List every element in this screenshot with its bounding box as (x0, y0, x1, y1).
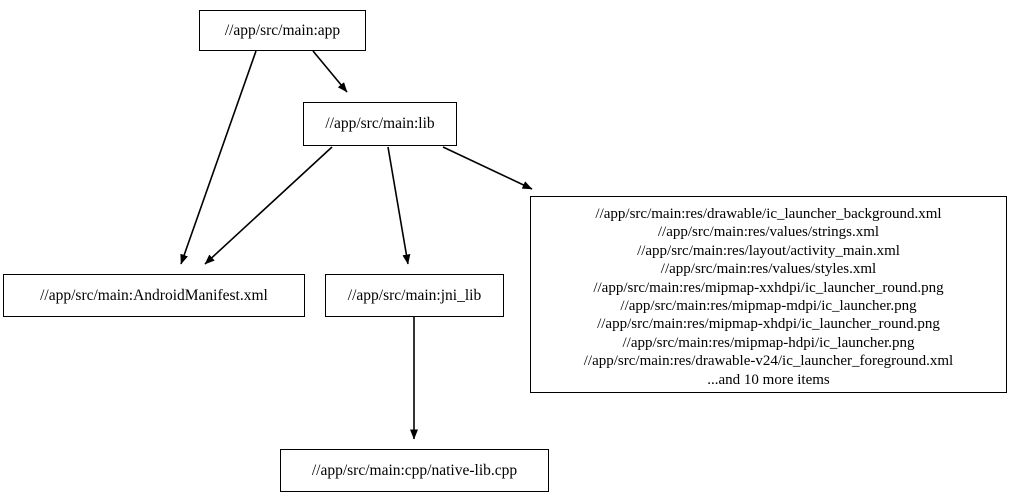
graph-node-resources-line: //app/src/main:res/mipmap-mdpi/ic_launch… (620, 298, 917, 315)
graph-node-lib-label: //app/src/main:lib (325, 115, 435, 133)
graph-node-resources-line: //app/src/main:res/drawable/ic_launcher_… (595, 206, 942, 222)
graph-node-resources-line: //app/src/main:res/drawable-v24/ic_launc… (583, 353, 954, 370)
graph-node-native-lib-cpp-label: //app/src/main:cpp/native-lib.cpp (311, 461, 518, 479)
graph-node-android-manifest[interactable]: //app/src/main:AndroidManifest.xml (3, 274, 305, 317)
graph-node-lib[interactable]: //app/src/main:lib (303, 102, 457, 146)
edge-app-to-manifest (180, 50, 257, 265)
graph-node-resources[interactable]: //app/src/main:res/drawable/ic_launcher_… (530, 196, 1007, 393)
graph-node-native-lib-cpp[interactable]: //app/src/main:cpp/native-lib.cpp (280, 449, 549, 492)
graph-node-resources-line: //app/src/main:res/values/strings.xml (657, 224, 880, 241)
graph-node-resources-line: //app/src/main:res/values/styles.xml (660, 261, 877, 278)
graph-node-app[interactable]: //app/src/main:app (199, 10, 366, 51)
graph-node-android-manifest-label: //app/src/main:AndroidManifest.xml (40, 286, 268, 304)
edge-lib-to-manifest (204, 146, 333, 265)
graph-node-app-label: //app/src/main:app (224, 21, 341, 39)
graph-node-resources-line: //app/src/main:res/layout/activity_main.… (637, 242, 900, 259)
edge-app-to-lib (312, 50, 348, 93)
edge-lib-to-jni (387, 146, 411, 265)
graph-node-resources-list: //app/src/main:res/drawable/ic_launcher_… (537, 205, 1000, 389)
graph-node-resources-line: //app/src/main:res/mipmap-hdpi/ic_launch… (622, 334, 915, 351)
graph-node-resources-line: //app/src/main:res/mipmap-xhdpi/ic_launc… (597, 316, 940, 333)
graph-node-resources-line: //app/src/main:res/mipmap-xxhdpi/ic_laun… (593, 279, 944, 296)
graph-node-jni-lib[interactable]: //app/src/main:jni_lib (325, 274, 504, 317)
edge-lib-to-res (442, 146, 533, 190)
graph-node-jni-lib-label: //app/src/main:jni_lib (347, 286, 482, 304)
graph-node-resources-line: ...and 10 more items (707, 371, 830, 388)
